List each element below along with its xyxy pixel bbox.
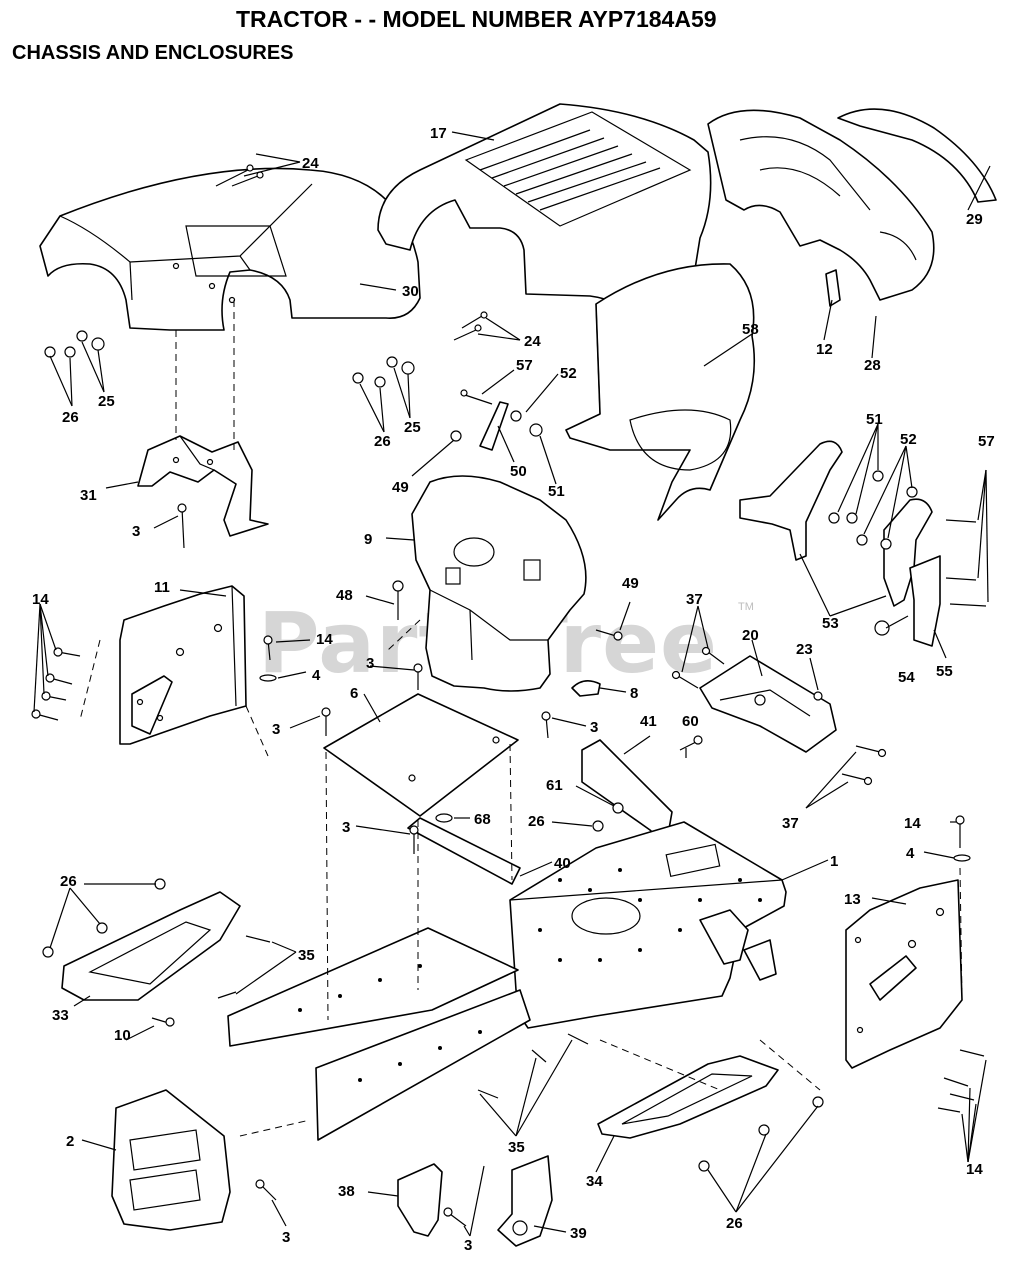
bracket-part-53 (739, 440, 933, 607)
diagram-title: TRACTOR - - MODEL NUMBER AYP7184A59 (236, 6, 717, 32)
callout-61: 61 (546, 777, 563, 794)
callout-3: 3 (132, 523, 140, 540)
callout-48: 48 (336, 587, 353, 604)
plate-part-20 (699, 655, 837, 753)
callout-13: 13 (844, 891, 861, 908)
callout-30: 30 (402, 283, 419, 300)
callout-24: 24 (302, 155, 319, 172)
callout-39: 39 (570, 1225, 587, 1242)
callout-52: 52 (560, 365, 577, 382)
callout-33: 33 (52, 1007, 69, 1024)
callout-26: 26 (62, 409, 79, 426)
callout-40: 40 (554, 855, 571, 872)
callout-3: 3 (590, 719, 598, 736)
callout-51: 51 (548, 483, 565, 500)
bracket-part-55 (909, 555, 941, 647)
callout-55: 55 (936, 663, 953, 680)
callout-53: 53 (822, 615, 839, 632)
callout-3: 3 (282, 1229, 290, 1246)
callout-10: 10 (114, 1027, 131, 1044)
bar-part-40 (407, 817, 521, 885)
callout-25: 25 (98, 393, 115, 410)
leader-lines (33, 131, 991, 1237)
side-panel-part-13 (845, 879, 963, 1069)
callout-57: 57 (516, 357, 533, 374)
callout-38: 38 (338, 1183, 355, 1200)
callout-12: 12 (816, 341, 833, 358)
callout-26: 26 (60, 873, 77, 890)
assembly-lines (79, 300, 963, 1137)
callout-4: 4 (312, 667, 321, 684)
callout-26: 26 (528, 813, 545, 830)
watermark-tm: TM (738, 601, 754, 613)
callout-54: 54 (898, 669, 915, 686)
callout-8: 8 (630, 685, 638, 702)
callout-17: 17 (430, 125, 447, 142)
callout-26: 26 (374, 433, 391, 450)
fasteners (31, 164, 987, 1227)
callout-11: 11 (154, 579, 170, 596)
callout-23: 23 (796, 641, 813, 658)
callout-49: 49 (392, 479, 409, 496)
callout-26: 26 (726, 1215, 743, 1232)
callout-14: 14 (316, 631, 333, 648)
callout-2: 2 (66, 1133, 74, 1150)
callout-57: 57 (978, 433, 995, 450)
callout-37: 37 (782, 815, 799, 832)
callout-25: 25 (404, 419, 421, 436)
callout-31: 31 (80, 487, 97, 504)
fender-part-30 (39, 167, 421, 331)
callout-6: 6 (350, 685, 358, 702)
callout-20: 20 (742, 627, 759, 644)
callout-labels: 24 17 29 30 24 58 12 28 26 25 26 25 57 5… (32, 125, 995, 1254)
callout-28: 28 (864, 357, 881, 374)
dash-part-9 (411, 475, 587, 692)
cover-part-58 (565, 263, 756, 521)
bracket-part-31 (137, 435, 269, 537)
callout-14: 14 (966, 1161, 983, 1178)
plate-part-6 (323, 693, 519, 817)
callout-35: 35 (508, 1139, 525, 1156)
callout-3: 3 (272, 721, 280, 738)
callout-4: 4 (906, 845, 915, 862)
callout-52: 52 (900, 431, 917, 448)
side-panel-part-11 (119, 585, 247, 745)
diagram-subtitle: CHASSIS AND ENCLOSURES (12, 42, 294, 64)
callout-50: 50 (510, 463, 527, 480)
callout-3: 3 (464, 1237, 472, 1254)
nose-part-29 (837, 108, 997, 203)
callout-3: 3 (366, 655, 374, 672)
callout-49: 49 (622, 575, 639, 592)
bracket-part-12 (825, 269, 841, 307)
grille-part-28 (707, 109, 935, 301)
bracket-part-38 (397, 1163, 443, 1237)
callout-35: 35 (298, 947, 315, 964)
frame-part-1 (227, 821, 787, 1141)
callout-1: 1 (830, 853, 838, 870)
callout-29: 29 (966, 211, 983, 228)
callout-60: 60 (682, 713, 699, 730)
callout-24: 24 (524, 333, 541, 350)
callout-34: 34 (586, 1173, 603, 1190)
bracket-part-39 (497, 1155, 553, 1247)
bracket-part-2 (111, 1089, 231, 1231)
callout-51: 51 (866, 411, 883, 428)
footrest-part-34 (597, 1055, 779, 1139)
footrest-part-33 (61, 891, 241, 1001)
callout-41: 41 (640, 713, 657, 730)
callout-14: 14 (904, 815, 921, 832)
callout-37: 37 (686, 591, 703, 608)
callout-68: 68 (474, 811, 491, 828)
callout-9: 9 (364, 531, 372, 548)
callout-58: 58 (742, 321, 759, 338)
callout-3: 3 (342, 819, 350, 836)
callout-14: 14 (32, 591, 49, 608)
